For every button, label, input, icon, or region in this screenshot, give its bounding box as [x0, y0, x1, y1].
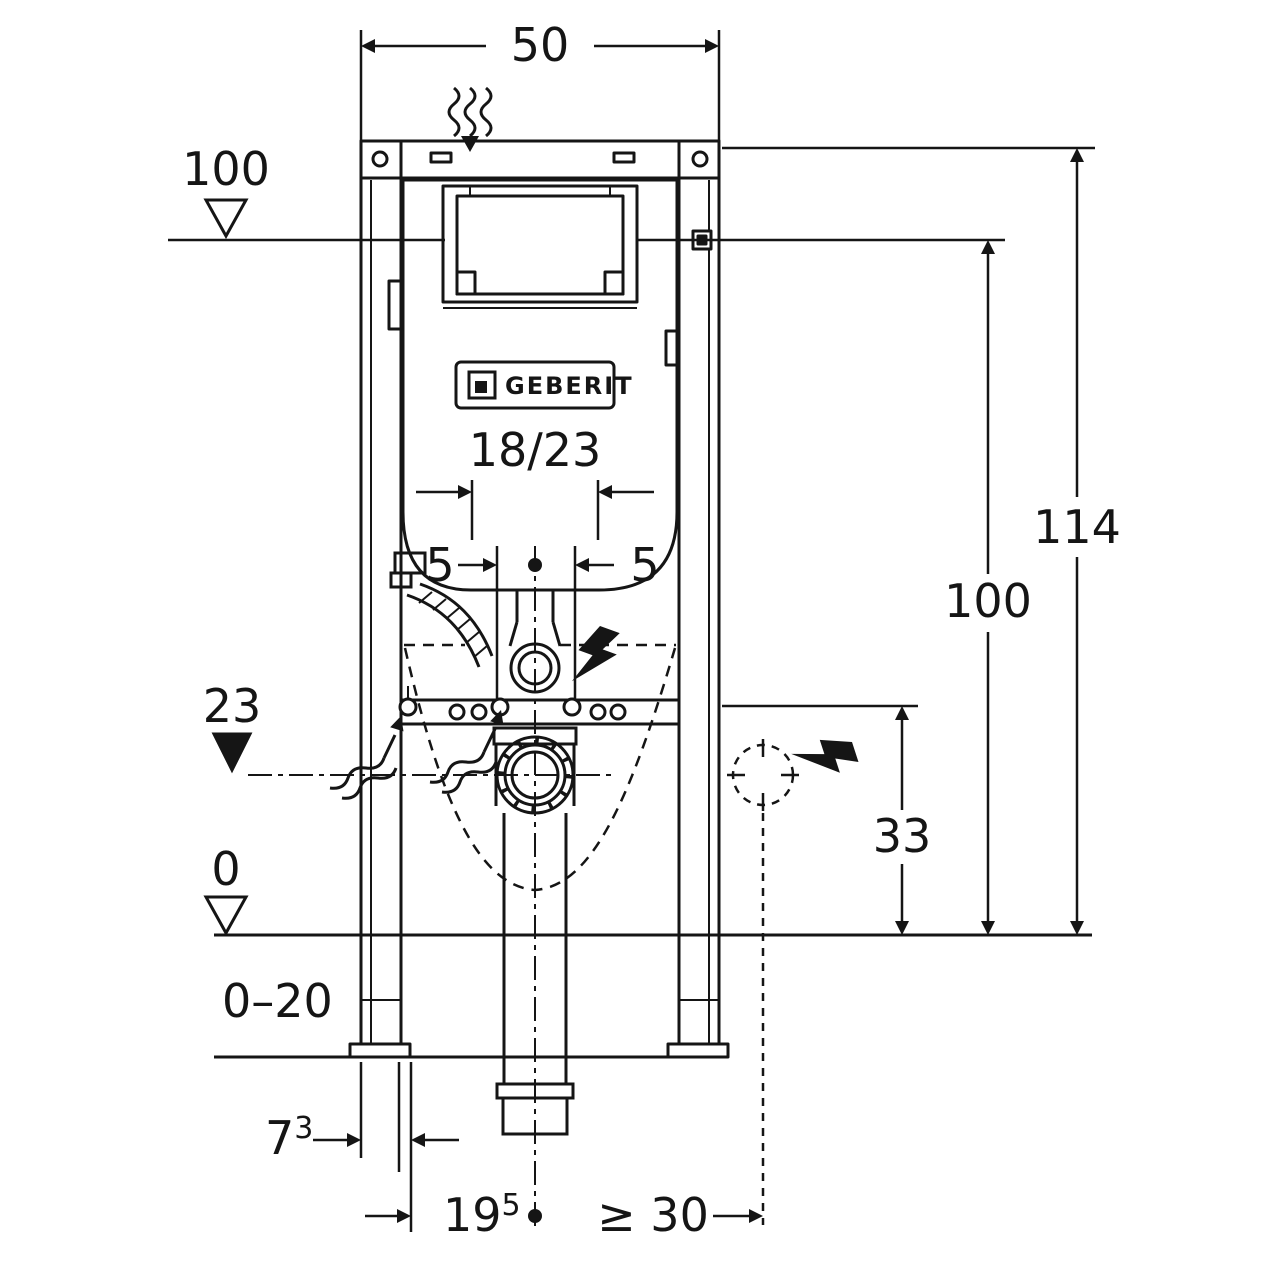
dimension-offsets-5: 5 5	[425, 538, 660, 700]
dimension-overall-height-label: 114	[1033, 500, 1121, 554]
dimension-anchor-height-label: 100	[944, 574, 1032, 628]
frame-top-crossbar	[359, 139, 721, 180]
center-dot-top	[528, 558, 542, 572]
dimension-connection-height: 33	[722, 704, 932, 935]
rail-hole-2	[470, 703, 488, 721]
level-23-marker	[211, 732, 253, 774]
rail-hole-5	[609, 703, 627, 721]
cross-rail	[398, 686, 679, 726]
cistern-body	[401, 178, 679, 592]
water-inlet-icon	[447, 86, 493, 152]
lightning-icon	[791, 739, 859, 773]
flush-plate-opening-outer	[441, 184, 639, 304]
frame-rail-left	[359, 139, 403, 1046]
water-inlet-arrow	[461, 136, 479, 152]
dimension-offset-right-label: 5	[630, 538, 659, 592]
frame-top-slot-left	[429, 151, 453, 164]
center-lines	[248, 546, 612, 1232]
supply-hose-outer	[419, 582, 494, 657]
level-23-label: 23	[203, 679, 262, 733]
level-0-marker	[203, 895, 249, 937]
level-0-label: 0	[211, 842, 240, 896]
mounting-frame	[348, 139, 730, 1059]
floor-buildup-label: 0–20	[222, 974, 333, 1028]
supply-hose-inner	[406, 593, 481, 668]
dimension-bottom: 73 195 ≥ 30	[265, 1062, 763, 1242]
dimension-frame-width: 50	[359, 18, 721, 140]
water-supply-arrow	[490, 710, 504, 726]
water-supply-arrow	[390, 716, 404, 732]
stop-valve-nut	[389, 571, 413, 589]
dimension-anchor-height: 100	[944, 240, 1032, 935]
electrical-connection	[727, 739, 799, 1225]
opening-corner-block-left	[455, 270, 477, 296]
supply-hose-corrugation	[418, 591, 488, 658]
dimension-flush-pipe-spread-label: 18/23	[469, 423, 602, 477]
water-supply-assembly	[389, 551, 494, 668]
level-100-label: 100	[182, 142, 270, 196]
level-100-marker	[203, 198, 249, 240]
dimension-overall-height: 114	[722, 146, 1121, 935]
frame-rail-right	[677, 139, 721, 1046]
dimension-flush-pipe-spread: 18/23	[416, 423, 654, 540]
geberit-logo-text: GEBERIT	[505, 372, 634, 400]
dimension-offset-left-label: 5	[425, 538, 454, 592]
lightning-icon	[571, 626, 620, 682]
dimension-connection-height-label: 33	[873, 809, 932, 863]
geberit-logo: GEBERIT	[454, 360, 634, 410]
frame-top-slot-right	[612, 151, 636, 164]
level-markers: 100 23 0 0–20	[168, 142, 1092, 1059]
dimension-supply-offset-label: 73	[265, 1111, 313, 1165]
frame-corner-hole-left	[371, 150, 389, 168]
cistern-side-clip-right	[664, 329, 681, 367]
rail-hole-4	[589, 703, 607, 721]
frame-corner-hole-right	[691, 150, 709, 168]
flush-plate-opening-inner	[455, 194, 625, 296]
dimension-frame-width-label: 50	[511, 18, 570, 72]
rail-hole-3	[562, 697, 582, 717]
center-dot-bottom	[528, 1209, 542, 1223]
concealed-cistern	[387, 178, 681, 592]
cistern-side-bracket-left	[387, 279, 405, 331]
geberit-logo-mark-inner	[475, 381, 487, 393]
rail-hole-supply-left	[398, 697, 418, 717]
frame-foot-plate-right	[666, 1042, 730, 1059]
opening-corner-block-right	[603, 270, 625, 296]
water-supply-icon-left	[329, 716, 404, 800]
frame-foot-plate-left	[348, 1042, 412, 1059]
geberit-logo-mark	[467, 370, 497, 400]
rail-hole-1	[448, 703, 466, 721]
dimension-side-clearance-label: ≥ 30	[597, 1188, 709, 1242]
water-supply-icon-center	[429, 710, 504, 794]
dimension-drain-offset-label: 195	[443, 1188, 521, 1242]
